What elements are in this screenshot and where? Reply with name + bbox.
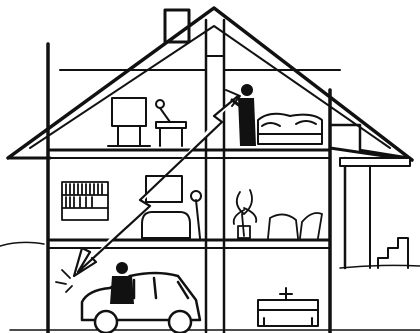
ground: [0, 242, 420, 330]
bed-icon: [258, 114, 322, 144]
chimney-icon: [165, 10, 189, 42]
desk-icon: [108, 98, 186, 146]
sofa-icon: [142, 176, 201, 238]
person-icon: [110, 262, 134, 304]
plant-icon: [234, 190, 322, 238]
stairs-icon: [378, 238, 408, 268]
house-walls: [48, 20, 340, 333]
workbench-icon: [258, 288, 318, 326]
roof-icon: [8, 8, 412, 160]
car-icon: [82, 273, 200, 333]
bookshelf-icon: [62, 182, 108, 220]
